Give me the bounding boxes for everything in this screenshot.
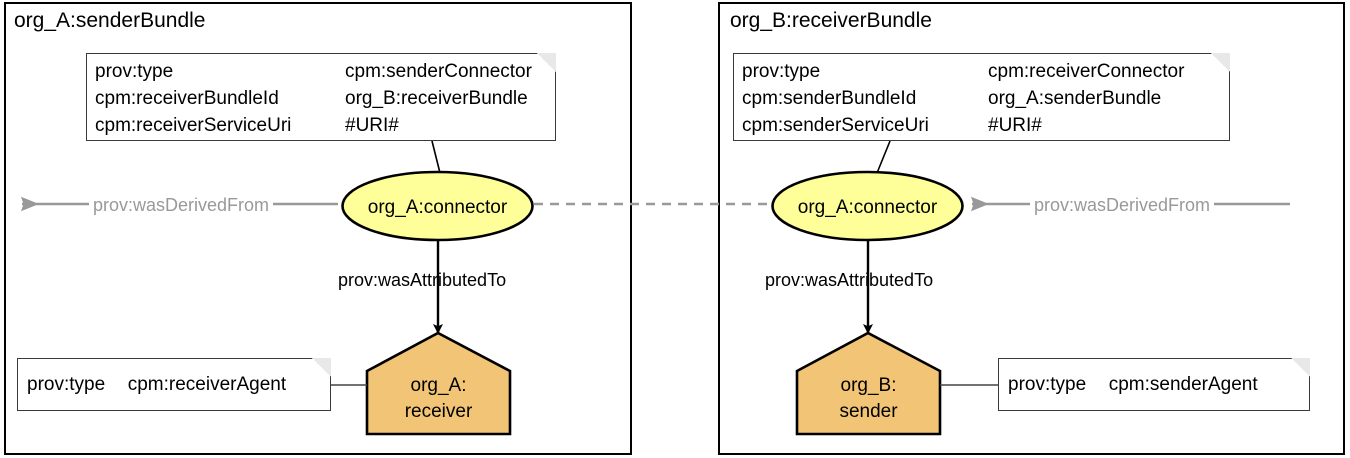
note-value: cpm:receiverConnector: [988, 61, 1185, 82]
note-key: prov:type: [1008, 373, 1087, 395]
note-value: #URI#: [988, 114, 1042, 136]
agent-receiver-label-line1: org_A:: [410, 375, 467, 396]
note-sender-agent[interactable]: prov:type cpm:senderAgent: [998, 357, 1311, 411]
bundle-sender-title: org_A:senderBundle: [14, 9, 206, 32]
agent-node-sender: [795, 331, 942, 436]
table-row: prov:type cpm:senderConnector: [95, 59, 532, 86]
leader-line-sender-note: [431, 140, 441, 174]
note-sender-connector-body: [86, 53, 556, 141]
note-fold-shade-icon: [312, 358, 331, 377]
note-receiver-connector[interactable]: prov:type cpm:receiverConnector cpm:send…: [733, 52, 1231, 141]
agent-node-receiver: [365, 331, 512, 436]
note-key: cpm:receiverServiceUri: [95, 114, 292, 136]
note-value: cpm:receiverAgent: [127, 373, 287, 395]
note-sender-connector[interactable]: prov:type cpm:senderConnector cpm:receiv…: [86, 52, 557, 141]
edge-label-wasderivedfrom-receiver: prov:wasDerivedFrom: [1030, 196, 1215, 214]
agent-sender-label-line2: sender: [839, 401, 898, 422]
note-receiver-agent[interactable]: prov:type cpm:receiverAgent: [17, 357, 332, 411]
agent-sender-label-line1: org_B:: [840, 375, 897, 396]
note-key: prov:type: [95, 61, 174, 82]
connector-receiver-label: org_A:connector: [797, 197, 938, 218]
edge-label-wasattributedto-sender: prov:wasAttributedTo: [338, 270, 507, 290]
note-fold-shade-icon: [537, 53, 556, 72]
note-receiver-agent-body: [17, 358, 331, 411]
note-key: cpm:senderBundleId: [742, 87, 917, 109]
note-value: org_A:senderBundle: [988, 87, 1162, 109]
table-row: cpm:receiverBundleId org_B:receiverBundl…: [95, 86, 532, 113]
note-key: cpm:receiverBundleId: [95, 87, 279, 109]
note-fold-shade-icon: [1211, 53, 1230, 72]
note-receiver-connector-body: [733, 53, 1230, 141]
bundle-receiver[interactable]: [718, 2, 1345, 455]
edge-label-wasderivedfrom-sender: prov:wasDerivedFrom: [89, 196, 274, 214]
note-value: cpm:senderAgent: [1108, 373, 1258, 395]
note-key: prov:type: [742, 61, 821, 82]
leader-line-receiver-note: [876, 140, 891, 174]
note-receiver-agent-text: prov:type cpm:receiverAgent: [27, 374, 286, 396]
agent-receiver-label-line2: receiver: [404, 401, 473, 422]
edge-label-wasattributedto-receiver: prov:wasAttributedTo: [765, 270, 934, 290]
bundle-sender[interactable]: [4, 2, 632, 455]
table-row: cpm:senderBundleId org_A:senderBundle: [742, 86, 1184, 113]
connector-sender-label: org_A:connector: [367, 197, 508, 218]
note-key: cpm:senderServiceUri: [742, 114, 929, 136]
note-value: cpm:senderConnector: [345, 61, 532, 82]
note-key: prov:type: [27, 373, 106, 395]
table-row: prov:type cpm:receiverConnector: [742, 59, 1184, 86]
note-receiver-connector-table: prov:type cpm:receiverConnector cpm:send…: [742, 59, 1184, 140]
note-fold-shade-icon: [1291, 358, 1310, 377]
note-sender-agent-body: [998, 358, 1310, 411]
table-row: cpm:senderServiceUri #URI#: [742, 113, 1184, 140]
bundle-receiver-title: org_B:receiverBundle: [730, 9, 932, 32]
note-sender-agent-text: prov:type cpm:senderAgent: [1008, 374, 1258, 396]
table-row: cpm:receiverServiceUri #URI#: [95, 113, 532, 140]
note-sender-connector-table: prov:type cpm:senderConnector cpm:receiv…: [95, 59, 532, 140]
note-value: #URI#: [345, 114, 399, 136]
note-value: org_B:receiverBundle: [345, 87, 528, 109]
